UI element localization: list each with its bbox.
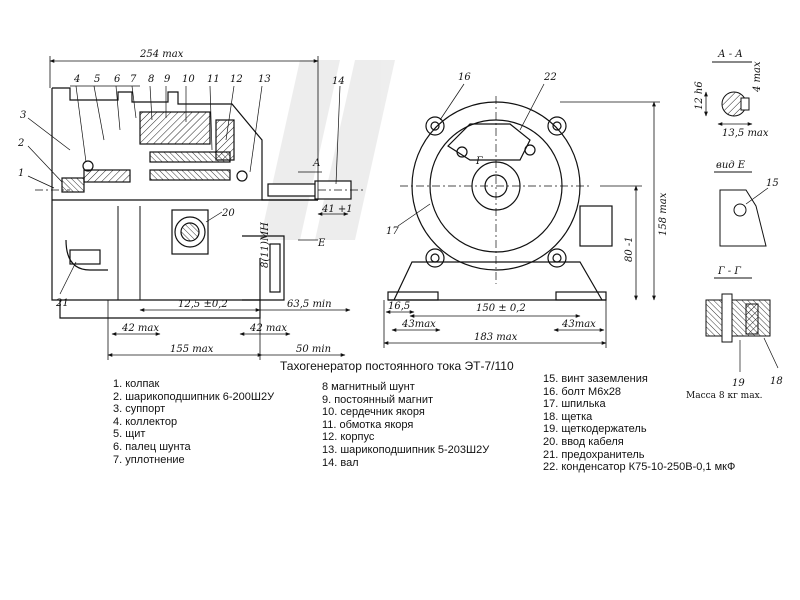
legend-item: 14. вал [322,456,359,469]
callout-22: 22 [543,72,557,83]
front-view-callouts [397,83,545,227]
callout-2: 2 [17,138,24,149]
legend-item: 20. ввод кабеля [543,435,624,448]
section-mark-a: А [312,158,321,169]
legend-item: 3. суппорт [113,403,166,416]
dim-150: 150 ± 0,2 [476,303,526,314]
legend-column-3: 15. винт заземления 16. болт М6х28 17. ш… [543,373,735,474]
dim-50: 50 min [296,344,331,355]
callout-17: 17 [386,226,399,237]
detail-aa-title: А - А [717,49,743,60]
callout-13: 13 [258,74,271,85]
legend-column-2: 8 магнитный шунт 9. постоянный магнит 10… [322,381,489,469]
side-view-callout-numbers: 4 5 6 7 8 9 10 11 12 13 14 3 2 1 21 20 [17,74,345,309]
legend-item: 4. коллектор [113,415,178,428]
callout-15: 15 [766,178,779,189]
section-mark-g: Г [475,156,483,167]
detail-gg [705,277,779,372]
callout-7: 7 [130,74,137,85]
detail-gg-title: Г - Г [717,266,741,277]
dim-158: 158 max [658,192,669,236]
legend-item: 7. уплотнение [113,453,185,466]
detail-aa-labels: А - А 12 h6 4 max 13,5 max [694,49,769,139]
detail-aa [704,61,753,126]
legend-item: 18. щетка [543,410,593,423]
callout-12: 12 [230,74,243,85]
dim-8-11: 8(11)МН [260,222,271,268]
front-view-callout-numbers: 16 22 17 Г [386,72,557,237]
callout-1: 1 [18,168,24,179]
dim-42-right: 42 max [249,323,287,334]
side-view-dimension-labels: 254 max 12,5 ±0,2 63,5 min 42 max 42 max… [121,49,353,355]
legend-item: 21. предохранитель [543,448,645,461]
legend-column-1: 1. колпак 2. шарикоподшипник 6-200Ш2У 3.… [113,378,274,466]
legend-item: 17. шпилька [543,398,606,411]
front-view-dimension-labels: 150 ± 0,2 16,5 43max 43max 183 max 158 m… [388,192,669,343]
legend-item: 19. щеткодержатель [543,423,647,436]
dim-12-5: 12,5 ±0,2 [178,299,228,310]
legend-item: 11. обмотка якоря [322,418,414,431]
callout-19: 19 [732,378,745,389]
legend-item: 5. щит [113,428,146,441]
side-view-dimensions [49,56,351,360]
legend-item: 12. корпус [322,431,375,444]
dim-80: 80 -1 [624,236,635,262]
legend-item: 8 магнитный шунт [322,381,415,393]
legend-item: 16. болт М6х28 [543,385,622,398]
dim-183: 183 max [474,332,518,343]
dim-43-right: 43max [561,319,596,330]
callout-6: 6 [114,74,121,85]
front-view-dimensions [383,101,660,348]
view-mark-e: Е [317,238,326,249]
callout-20: 20 [221,208,235,219]
detail-e-title: вид Е [716,160,746,171]
callout-18: 18 [770,376,783,387]
legend-item: 22. конденсатор К75-10-250В-0,1 мкФ [543,461,736,474]
front-view [387,96,613,301]
callout-3: 3 [20,110,26,121]
mass-note: Масса 8 кг max. [686,391,763,401]
dim-13-5: 13,5 max [722,128,769,139]
legend-item: 9. постоянный магнит [322,393,433,406]
legend-item: 15. винт заземления [543,373,648,385]
dim-41: 41 +1 [321,204,353,215]
detail-view-e [714,171,769,247]
dim-16-5: 16,5 [388,301,410,312]
drawing-title: Тахогенератор постоянного тока ЭТ-7/110 [280,359,514,373]
callout-8: 8 [148,74,154,85]
detail-gg-labels: Г - Г 19 18 [717,266,783,389]
side-view-callouts [27,85,341,295]
dim-42-left: 42 max [121,323,159,334]
dim-4: 4 max [752,61,763,93]
dim-155: 155 max [170,344,214,355]
callout-4: 4 [73,74,80,85]
callout-21: 21 [55,298,69,309]
callout-10: 10 [182,74,195,85]
dim-12h6: 12 h6 [694,81,705,110]
detail-view-e-labels: вид Е 15 [716,160,779,189]
callout-11: 11 [207,74,220,85]
callout-5: 5 [94,74,100,85]
legend-item: 6. палец шунта [113,440,191,453]
legend-item: 13. шарикоподшипник 5-203Ш2У [322,443,490,456]
dim-overall-length: 254 max [139,49,184,60]
dim-43-left: 43max [401,319,436,330]
callout-16: 16 [458,72,471,83]
callout-9: 9 [164,74,171,85]
legend-item: 10. сердечник якоря [322,406,425,419]
legend-item: 2. шарикоподшипник 6-200Ш2У [113,390,275,403]
legend-item: 1. колпак [113,378,160,390]
callout-14: 14 [332,76,345,87]
dim-63-5: 63,5 min [287,299,332,310]
